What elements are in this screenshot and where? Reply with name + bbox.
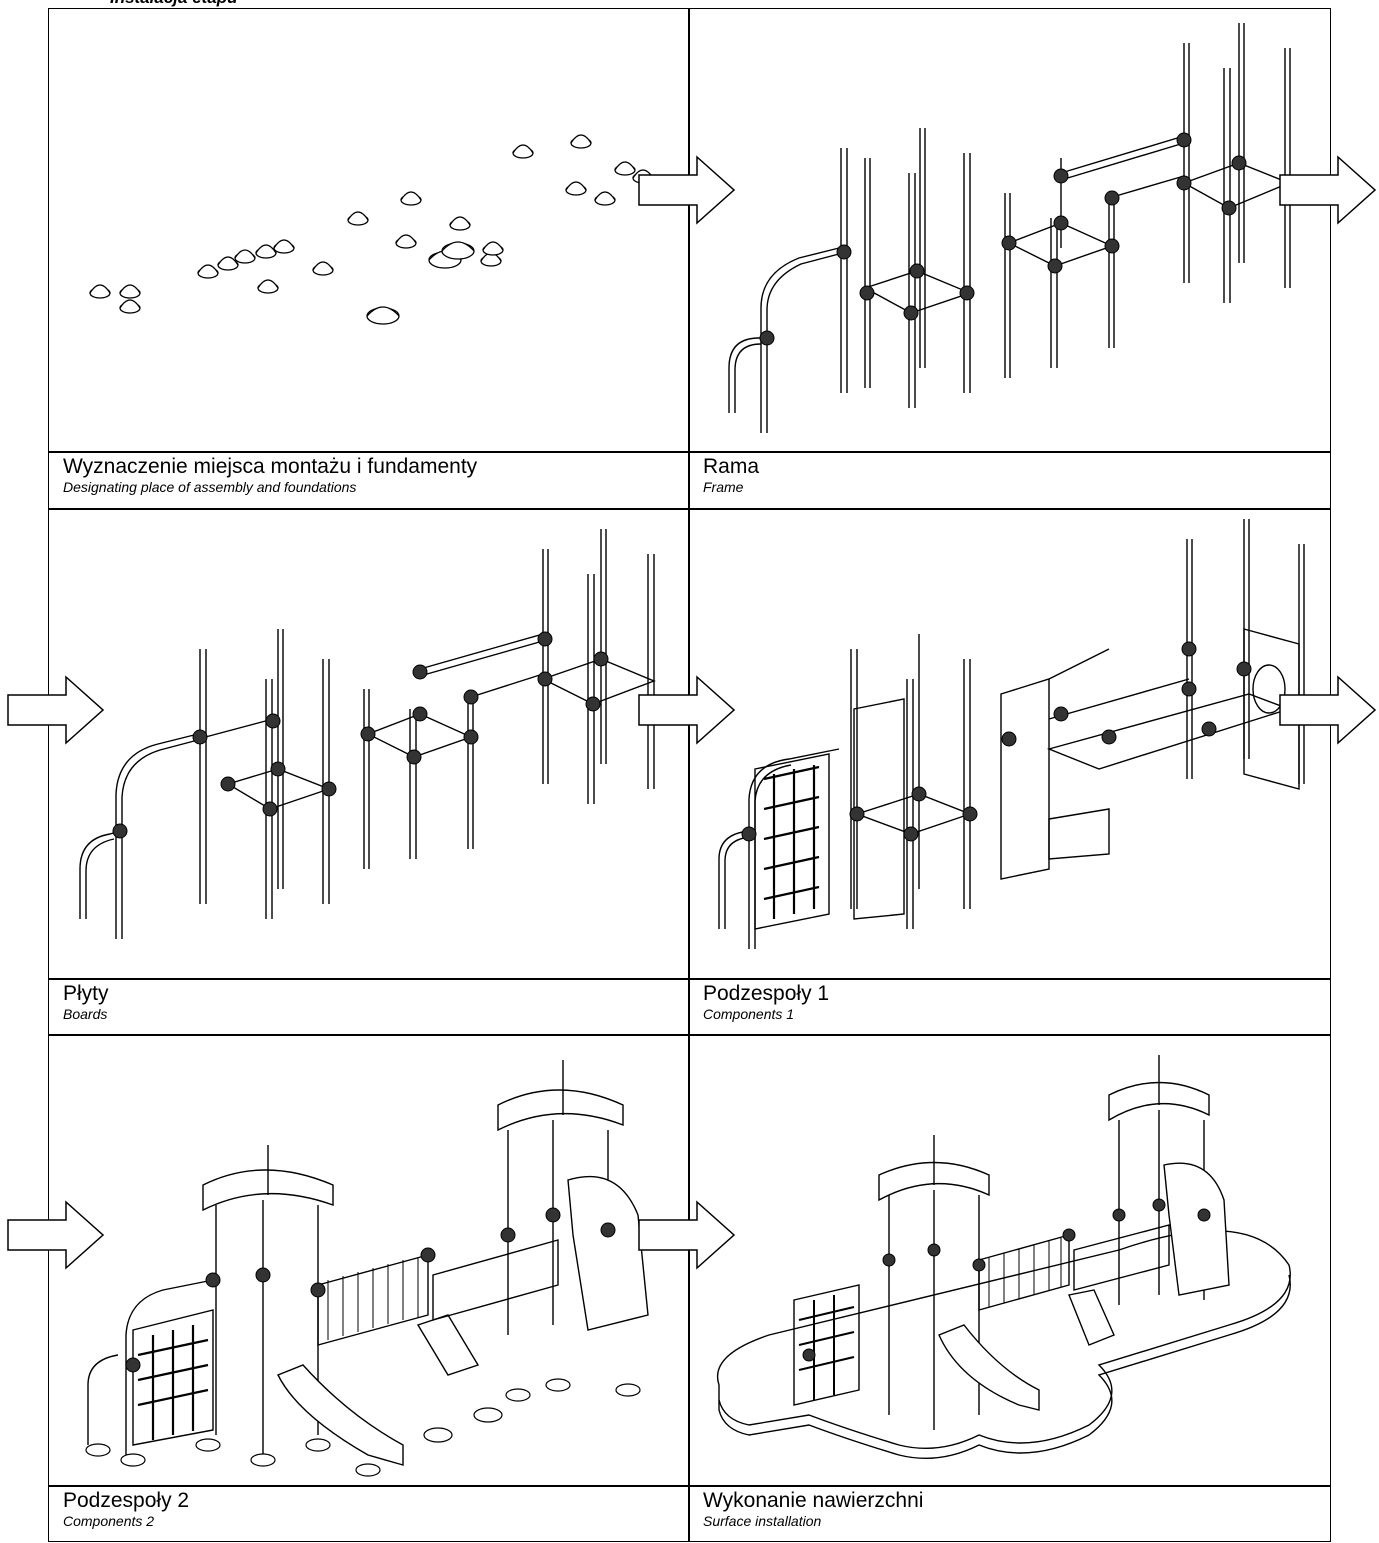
components-2-illustration [85,1060,649,1477]
panel-3-title: Płyty [63,982,109,1005]
right-arrow-icon [638,1200,736,1270]
panel-4-caption: Podzespoły 1 Components 1 [703,982,829,1023]
row-divider [48,1485,1331,1487]
components-1-illustration [718,519,1305,949]
foundation-block-top [594,191,616,201]
foundation-block-top [614,161,636,171]
page-header: Instalacja etapu [110,0,238,8]
foundation-block-top [570,134,592,144]
foundation-block-top [255,244,277,254]
panel-5-caption: Podzespoły 2 Components 2 [63,1489,189,1530]
foundation-block-top [273,239,295,249]
foundation-block-top [257,279,279,289]
column-divider [688,8,690,1542]
row-divider [48,978,1331,980]
right-arrow-icon [638,675,736,745]
foundation-block-top [89,284,111,294]
foundation-block-top [482,241,504,251]
foundation-block-top [119,299,141,309]
stages-table [48,8,1331,1542]
foundations-illustration [89,134,654,325]
frame-illustration [728,23,1291,433]
foundation-block-top [449,216,471,226]
panel-6-title: Wykonanie nawierzchni [703,1489,924,1512]
panel-5-subtitle: Components 2 [63,1513,155,1529]
foundation-block-top [347,211,369,221]
boards-illustration [79,529,656,939]
row-divider [48,508,1331,510]
panel-2-title: Rama [703,455,760,478]
panel-5-title: Podzespoły 2 [63,1489,190,1512]
foundation-block-top [197,264,219,274]
row-divider [48,1034,1331,1036]
foundation-block-top [217,256,239,266]
foundation-block-top [441,241,475,252]
right-arrow-icon [638,155,736,225]
panel-1-subtitle: Designating place of assembly and founda… [63,479,357,495]
panel-3-caption: Płyty Boards [63,982,109,1023]
panel-4-subtitle: Components 1 [703,1006,795,1022]
foundation-block-top [366,306,400,317]
foundation-block-top [395,234,417,244]
panel-2-caption: Rama Frame [703,455,759,496]
right-arrow-icon [7,675,105,745]
panel-6-caption: Wykonanie nawierzchni Surface installati… [703,1489,923,1530]
foundation-block-top [400,191,422,201]
panel-3-subtitle: Boards [63,1006,108,1022]
surface-illustration [717,1055,1291,1459]
row-divider [48,451,1331,453]
right-arrow-icon [7,1200,105,1270]
right-arrow-icon [1279,155,1377,225]
panel-4-title: Podzespoły 1 [703,982,830,1005]
foundation-block-top [312,261,334,271]
foundation-block-top [119,284,141,294]
foundation-block-top [234,249,256,259]
panel-1-title: Wyznaczenie miejsca montażu i fundamenty [63,455,478,478]
panel-1-caption: Wyznaczenie miejsca montażu i fundamenty… [63,455,477,496]
foundation-block-top [565,181,587,191]
panel-6-subtitle: Surface installation [703,1513,822,1529]
panel-2-subtitle: Frame [703,479,744,495]
right-arrow-icon [1279,675,1377,745]
foundation-block-top [512,144,534,154]
